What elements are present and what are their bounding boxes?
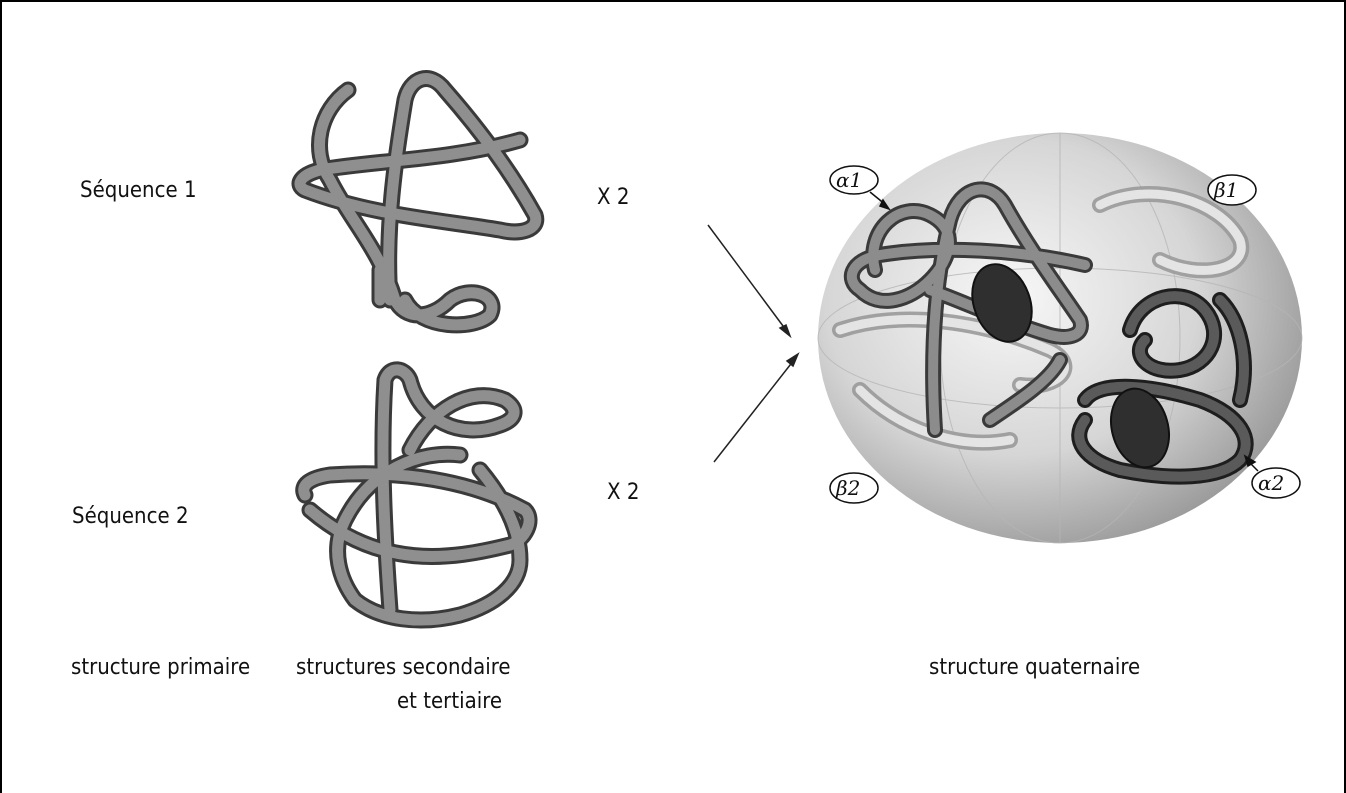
arrow-icon: [714, 354, 798, 462]
secondary-tertiary-label-line1: structures secondaire: [296, 655, 511, 681]
sequence-2-label: Séquence 2: [72, 504, 189, 530]
subunit-label-beta1: β1: [1214, 177, 1238, 203]
primary-structure-label: structure primaire: [71, 655, 250, 681]
subunit-label-alpha2: α2: [1258, 470, 1284, 496]
sequence-1-label: Séquence 1: [80, 178, 197, 204]
subunit-label-alpha1: α1: [836, 167, 862, 193]
secondary-tertiary-label-line2: et tertiaire: [397, 689, 502, 715]
subunit-label-beta2: β2: [836, 475, 860, 501]
sequence-2-folded-chain: [304, 370, 529, 620]
sequence-1-folded-chain: [300, 79, 536, 325]
multiplier-label-top: X 2: [597, 185, 629, 211]
quaternary-structure-label: structure quaternaire: [929, 655, 1140, 681]
arrow-icon: [708, 225, 790, 336]
multiplier-label-bottom: X 2: [607, 480, 639, 506]
